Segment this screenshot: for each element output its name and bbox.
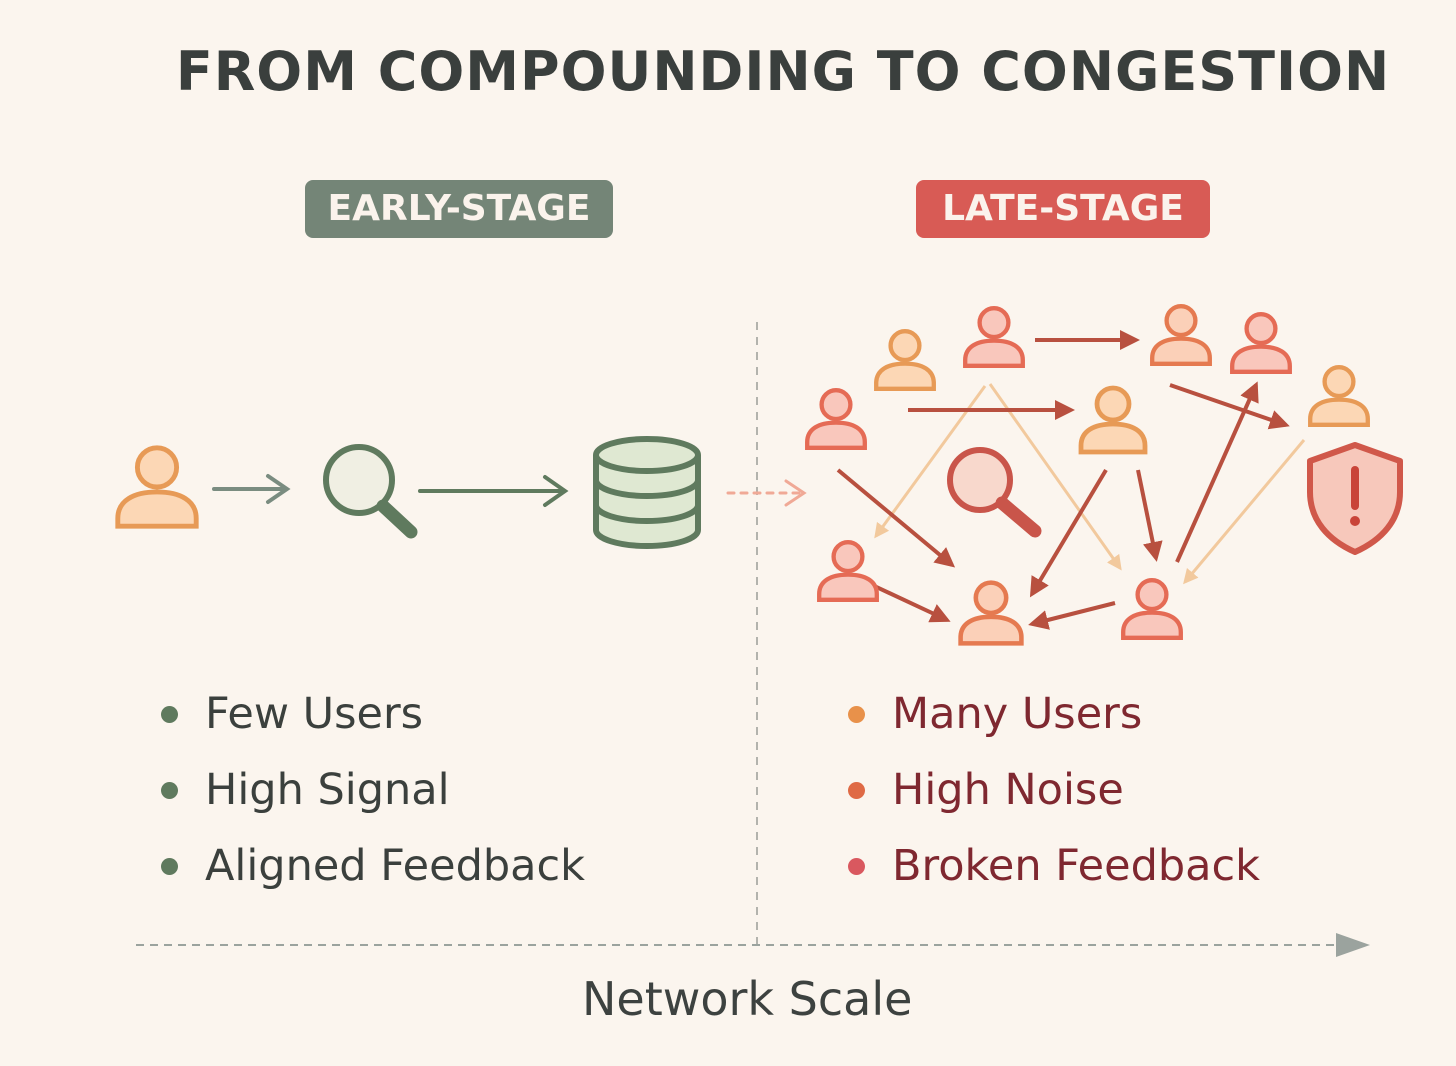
late-user-icon — [876, 331, 934, 389]
early-arrow-icon-2 — [418, 475, 569, 507]
early-search-icon — [323, 444, 418, 539]
warning-shield-icon — [1307, 442, 1403, 555]
early-stage-badge: EARLY-STAGE — [305, 180, 613, 238]
early-user-icon — [118, 448, 196, 526]
late-user-icon — [1232, 314, 1290, 372]
late-user-icon — [807, 390, 865, 448]
early-arrow-icon — [212, 474, 291, 504]
late-user-icon — [1123, 580, 1181, 638]
late-user-icon — [1152, 306, 1210, 364]
axis-label: Network Scale — [582, 972, 913, 1026]
bullet-dot — [161, 706, 178, 723]
late-user-icon — [1310, 367, 1368, 425]
late-search-icon — [947, 447, 1042, 538]
transition-arrow-icon — [726, 479, 807, 507]
bullet-dot — [848, 706, 865, 723]
page-title: FROM COMPOUNDING TO CONGESTION — [175, 40, 1391, 103]
bullet-dot — [848, 782, 865, 799]
late-pale-arrows — [874, 383, 1306, 585]
bullet-dot — [161, 858, 178, 875]
bullet-dot — [161, 782, 178, 799]
bullet-dot — [848, 858, 865, 875]
axis-arrowhead — [1336, 933, 1370, 957]
database-icon — [593, 436, 701, 549]
late-red-arrows — [836, 330, 1290, 630]
late-user-icon — [961, 583, 1022, 644]
late-user-icon — [965, 308, 1023, 366]
late-stage-badge: LATE-STAGE — [916, 180, 1210, 238]
late-user-icon — [819, 542, 877, 600]
late-user-icon — [1081, 388, 1145, 452]
